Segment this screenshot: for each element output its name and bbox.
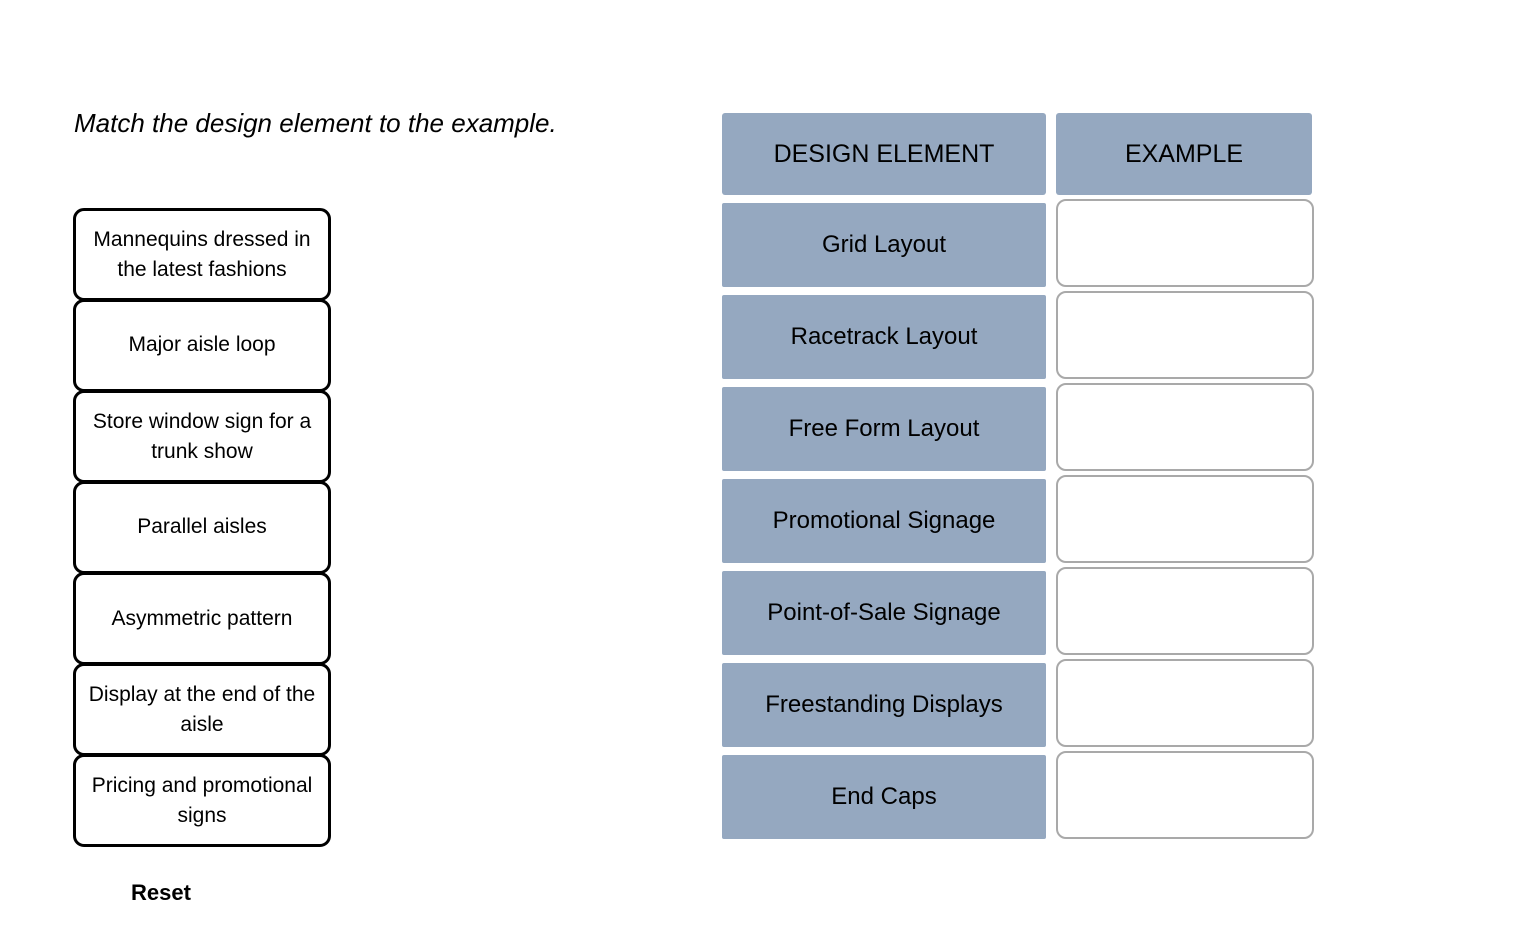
design-element-free-form-layout: Free Form Layout [722,387,1046,471]
drag-item-bank: Mannequins dressed in the latest fashion… [73,208,331,847]
drop-zone-racetrack-layout[interactable] [1056,291,1314,379]
drag-item-parallel-aisles[interactable]: Parallel aisles [73,481,331,574]
design-element-grid-layout: Grid Layout [722,203,1046,287]
drop-zone-point-of-sale-signage[interactable] [1056,567,1314,655]
table-row: Grid Layout [722,199,1314,287]
design-element-end-caps: End Caps [722,755,1046,839]
design-element-point-of-sale-signage: Point-of-Sale Signage [722,571,1046,655]
design-element-freestanding-displays: Freestanding Displays [722,663,1046,747]
table-header-row: DESIGN ELEMENT EXAMPLE [722,113,1314,195]
table-row: Racetrack Layout [722,291,1314,379]
drag-item-mannequins[interactable]: Mannequins dressed in the latest fashion… [73,208,331,301]
drop-zone-end-caps[interactable] [1056,751,1314,839]
drop-zone-free-form-layout[interactable] [1056,383,1314,471]
drop-zone-promotional-signage[interactable] [1056,475,1314,563]
reset-button[interactable]: Reset [131,880,191,905]
table-row: Promotional Signage [722,475,1314,563]
drag-item-pricing-promotional-signs[interactable]: Pricing and promotional signs [73,754,331,847]
drop-zone-grid-layout[interactable] [1056,199,1314,287]
page-title: Match the design element to the example. [74,108,557,138]
column-header-example: EXAMPLE [1056,113,1312,195]
table-row: Freestanding Displays [722,659,1314,747]
drop-zone-freestanding-displays[interactable] [1056,659,1314,747]
drag-item-asymmetric-pattern[interactable]: Asymmetric pattern [73,572,331,665]
matching-table: DESIGN ELEMENT EXAMPLE Grid Layout Racet… [722,113,1314,847]
design-element-racetrack-layout: Racetrack Layout [722,295,1046,379]
drag-item-display-end-of-aisle[interactable]: Display at the end of the aisle [73,663,331,756]
table-row: Point-of-Sale Signage [722,567,1314,655]
drag-item-major-aisle-loop[interactable]: Major aisle loop [73,299,331,392]
table-row: Free Form Layout [722,383,1314,471]
column-header-design-element: DESIGN ELEMENT [722,113,1046,195]
drag-item-store-window-sign[interactable]: Store window sign for a trunk show [73,390,331,483]
design-element-promotional-signage: Promotional Signage [722,479,1046,563]
table-row: End Caps [722,751,1314,839]
